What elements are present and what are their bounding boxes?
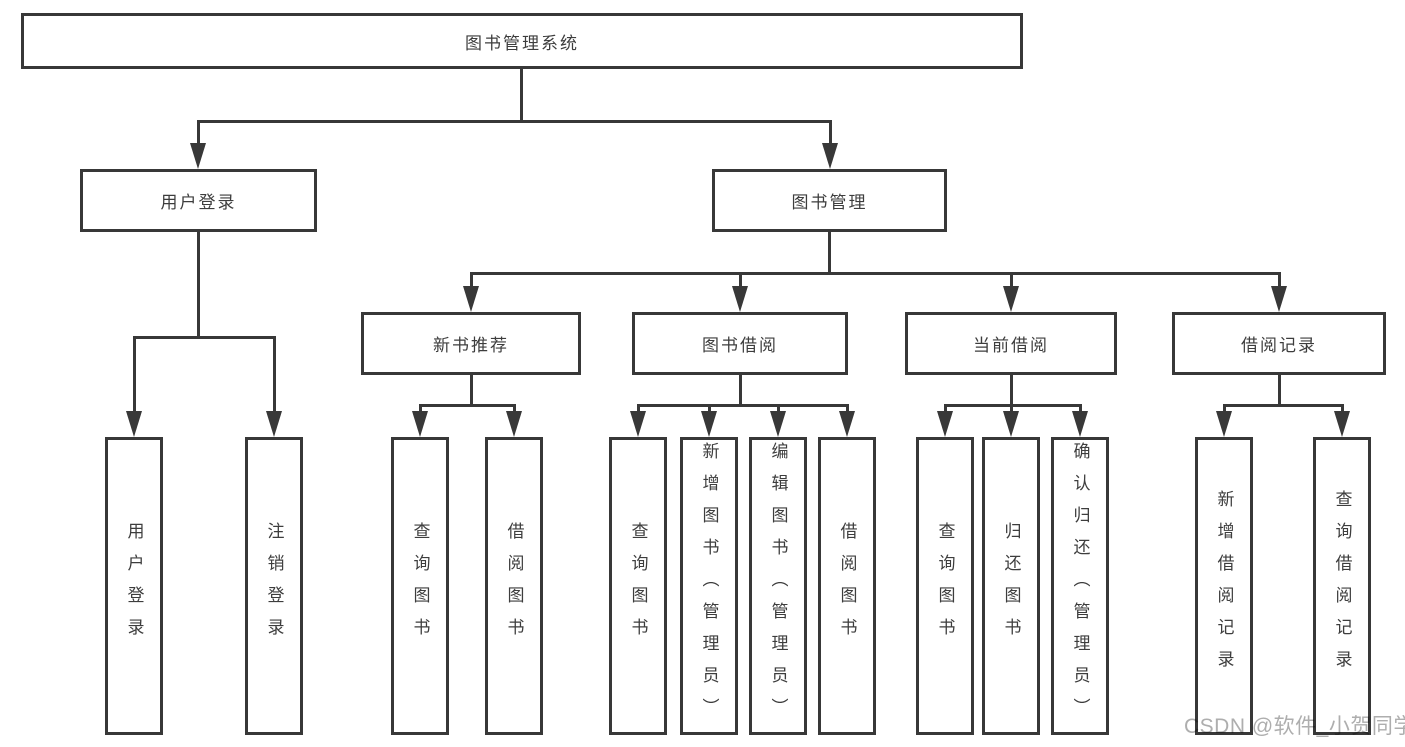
connector-mgmt-crossbar xyxy=(470,272,1281,275)
leaf-bb-edit-books-label: 编辑图书（管理员） xyxy=(768,442,788,730)
connector-login-stem xyxy=(197,232,200,338)
connector-borrow-crossbar xyxy=(637,404,848,407)
connector-drop-rc-add xyxy=(1223,404,1226,413)
node-user-login-label: 用户登录 xyxy=(160,193,237,212)
connector-drop-current xyxy=(1010,272,1013,288)
node-current-borrow: 当前借阅 xyxy=(905,312,1117,375)
connector-records-crossbar xyxy=(1223,404,1343,407)
connector-drop-leaf-login xyxy=(133,336,136,413)
connector-drop-bb-add xyxy=(708,404,711,413)
leaf-nb-borrow-books-label: 借阅图书 xyxy=(504,522,524,650)
leaf-nb-borrow-books: 借阅图书 xyxy=(485,437,543,735)
leaf-cb-return-books-label: 归还图书 xyxy=(1001,522,1021,650)
leaf-user-login: 用户登录 xyxy=(105,437,163,735)
arrowhead-bb-query xyxy=(630,411,646,437)
node-current-borrow-label: 当前借阅 xyxy=(973,336,1049,355)
arrowhead-records xyxy=(1271,286,1287,312)
connector-current-stem xyxy=(1010,375,1013,406)
leaf-cb-confirm-return: 确认归还（管理员） xyxy=(1051,437,1109,735)
connector-mgmt-stem xyxy=(828,232,831,274)
connector-drop-nb-query xyxy=(419,404,422,413)
arrowhead-rc-query xyxy=(1334,411,1350,437)
connector-drop-borrow xyxy=(739,272,742,288)
node-new-books: 新书推荐 xyxy=(361,312,581,375)
node-borrow-records: 借阅记录 xyxy=(1172,312,1386,375)
leaf-bb-query-books: 查询图书 xyxy=(609,437,667,735)
connector-drop-user-login xyxy=(197,120,200,146)
connector-newbooks-crossbar xyxy=(419,404,516,407)
connector-drop-records xyxy=(1278,272,1281,288)
connector-drop-cb-return xyxy=(1010,404,1013,413)
node-root-label: 图书管理系统 xyxy=(465,33,579,53)
connector-drop-leaf-logout xyxy=(273,336,276,413)
arrowhead-nb-query xyxy=(412,411,428,437)
connector-drop-nb-borrow xyxy=(513,404,516,413)
leaf-nb-query-books: 查询图书 xyxy=(391,437,449,735)
node-new-books-label: 新书推荐 xyxy=(433,336,509,355)
arrowhead-new-books xyxy=(463,286,479,312)
arrowhead-bb-add xyxy=(701,411,717,437)
connector-drop-bb-query xyxy=(637,404,640,413)
arrowhead-cb-query xyxy=(937,411,953,437)
leaf-bb-borrow-books: 借阅图书 xyxy=(818,437,876,735)
leaf-bb-add-books-label: 新增图书（管理员） xyxy=(699,442,719,730)
leaf-cb-confirm-return-label: 确认归还（管理员） xyxy=(1070,442,1090,730)
connector-drop-new-books xyxy=(470,272,473,288)
node-book-mgmt-label: 图书管理 xyxy=(791,193,868,212)
leaf-cb-return-books: 归还图书 xyxy=(982,437,1040,735)
leaf-logout-label: 注销登录 xyxy=(264,522,284,650)
connector-drop-cb-confirm xyxy=(1079,404,1082,413)
leaf-user-login-label: 用户登录 xyxy=(124,522,144,650)
leaf-bb-query-books-label: 查询图书 xyxy=(628,522,648,650)
arrowhead-bb-edit xyxy=(770,411,786,437)
leaf-rc-add-record-label: 新增借阅记录 xyxy=(1214,490,1234,682)
arrowhead-leaf-logout xyxy=(266,411,282,437)
node-user-login: 用户登录 xyxy=(80,169,317,232)
connector-drop-rc-query xyxy=(1341,404,1344,413)
node-book-borrow-label: 图书借阅 xyxy=(702,336,778,355)
leaf-nb-query-books-label: 查询图书 xyxy=(410,522,430,650)
arrowhead-cb-confirm xyxy=(1072,411,1088,437)
arrowhead-current xyxy=(1003,286,1019,312)
connector-records-stem xyxy=(1278,375,1281,406)
node-borrow-records-label: 借阅记录 xyxy=(1241,336,1317,355)
connector-drop-cb-query xyxy=(944,404,947,413)
leaf-bb-borrow-books-label: 借阅图书 xyxy=(837,522,857,650)
connector-newbooks-stem xyxy=(470,375,473,406)
connector-drop-bb-borrow xyxy=(846,404,849,413)
arrowhead-bb-borrow xyxy=(839,411,855,437)
arrowhead-book-mgmt xyxy=(822,143,838,169)
leaf-rc-query-record: 查询借阅记录 xyxy=(1313,437,1371,735)
node-root: 图书管理系统 xyxy=(21,13,1023,69)
arrowhead-nb-borrow xyxy=(506,411,522,437)
connector-root-crossbar xyxy=(197,120,832,123)
arrowhead-leaf-login xyxy=(126,411,142,437)
leaf-rc-query-record-label: 查询借阅记录 xyxy=(1332,490,1352,682)
leaf-cb-query-books-label: 查询图书 xyxy=(935,522,955,650)
leaf-rc-add-record: 新增借阅记录 xyxy=(1195,437,1253,735)
leaf-logout: 注销登录 xyxy=(245,437,303,735)
connector-root-stem xyxy=(520,69,523,122)
connector-borrow-stem xyxy=(739,375,742,406)
node-book-borrow: 图书借阅 xyxy=(632,312,848,375)
leaf-cb-query-books: 查询图书 xyxy=(916,437,974,735)
arrowhead-user-login xyxy=(190,143,206,169)
connector-drop-book-mgmt xyxy=(829,120,832,146)
connector-drop-bb-edit xyxy=(777,404,780,413)
leaf-bb-edit-books: 编辑图书（管理员） xyxy=(749,437,807,735)
node-book-mgmt: 图书管理 xyxy=(712,169,947,232)
arrowhead-borrow xyxy=(732,286,748,312)
leaf-bb-add-books: 新增图书（管理员） xyxy=(680,437,738,735)
arrowhead-rc-add xyxy=(1216,411,1232,437)
arrowhead-cb-return xyxy=(1003,411,1019,437)
connector-login-crossbar xyxy=(133,336,276,339)
csdn-watermark: CSDN @软件_小贺同学 xyxy=(1184,715,1405,738)
